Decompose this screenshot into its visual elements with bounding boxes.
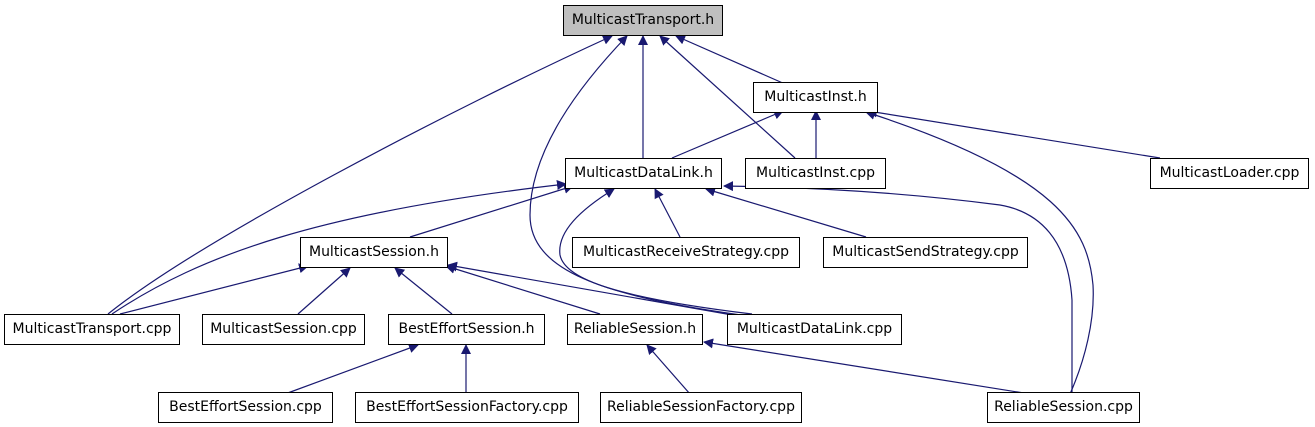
edge-best-effort-h-to-session-h — [394, 267, 453, 315]
edge-rs-factory-cpp-to-rs-h — [646, 344, 691, 395]
edge-inst-cpp-to-transport-h — [659, 35, 796, 159]
edge-datalink-cpp-to-datalink-h — [559, 188, 753, 315]
edge-datalink-cpp-to-session-h — [447, 261, 739, 317]
edge-datalink-h-to-inst-h — [671, 109, 784, 159]
node-reliable-session-cpp[interactable]: ReliableSession.cpp — [987, 392, 1140, 423]
node-multicast-transport-cpp[interactable]: MulticastTransport.cpp — [4, 314, 180, 345]
node-reliable-session-factory-cpp[interactable]: ReliableSessionFactory.cpp — [600, 392, 802, 423]
edge-reliable-h-to-session-h — [445, 263, 601, 315]
edge-loader-cpp-to-inst-h — [867, 107, 1161, 159]
edge-rs-cpp-to-rs-h — [703, 338, 1031, 395]
node-multicast-datalink-cpp[interactable]: MulticastDataLink.cpp — [727, 314, 902, 345]
edge-reliable-session-cpp-to-inst-h — [865, 110, 1094, 395]
node-multicast-session-h[interactable]: MulticastSession.h — [300, 237, 448, 268]
node-multicast-receive-strategy-cpp[interactable]: MulticastReceiveStrategy.cpp — [572, 237, 800, 268]
node-multicast-session-cpp[interactable]: MulticastSession.cpp — [202, 314, 365, 345]
node-best-effort-session-cpp[interactable]: BestEffortSession.cpp — [158, 392, 333, 423]
node-multicast-transport-h[interactable]: MulticastTransport.h — [563, 5, 723, 36]
node-multicast-loader-cpp[interactable]: MulticastLoader.cpp — [1150, 158, 1309, 189]
node-multicast-send-strategy-cpp[interactable]: MulticastSendStrategy.cpp — [823, 237, 1028, 268]
edge-transport-cpp-to-datalink-h — [111, 180, 567, 315]
edge-datalink-cpp-to-transport-h — [529, 35, 749, 317]
edge-reliable-session-cpp-to-datalink-h — [723, 181, 1073, 394]
node-best-effort-session-h[interactable]: BestEffortSession.h — [388, 314, 545, 345]
edge-session-h-to-datalink-h — [409, 183, 574, 238]
node-multicast-inst-cpp[interactable]: MulticastInst.cpp — [745, 158, 886, 189]
edge-transport-cpp-to-transport-h — [107, 35, 613, 315]
node-multicast-inst-h[interactable]: MulticastInst.h — [753, 82, 878, 113]
edge-session-cpp-to-session-h — [297, 267, 351, 315]
edge-inst-h-to-transport-h — [675, 35, 786, 85]
node-multicast-datalink-h[interactable]: MulticastDataLink.h — [565, 158, 722, 189]
edge-be-cpp-to-be-h — [284, 343, 419, 395]
edge-transport-cpp-to-session-h — [119, 263, 309, 315]
edge-receive-cpp-to-datalink-h — [654, 188, 681, 238]
edge-send-cpp-to-datalink-h — [705, 186, 867, 238]
node-reliable-session-h[interactable]: ReliableSession.h — [567, 314, 703, 345]
node-best-effort-session-factory-cpp[interactable]: BestEffortSessionFactory.cpp — [355, 392, 579, 423]
